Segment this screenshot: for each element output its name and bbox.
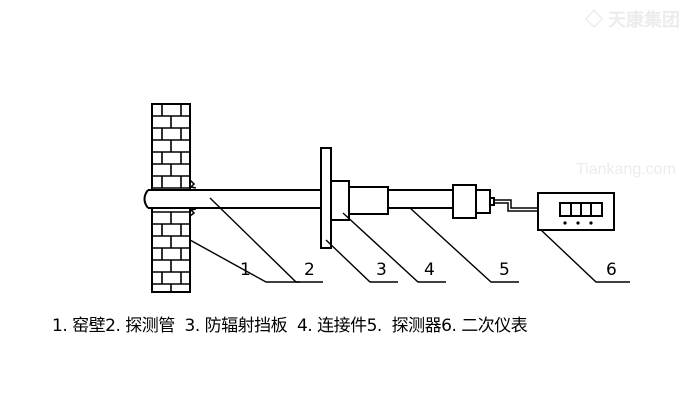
connector: [330, 180, 350, 221]
watermark-site: Tiankang.com: [576, 161, 676, 178]
radiation-shield: [320, 147, 332, 249]
connector-sleeve: [348, 186, 389, 215]
brick-lines: [152, 103, 190, 292]
watermark-logo-text: 天康集团: [608, 10, 681, 30]
part-number-3: 3: [376, 260, 387, 280]
kiln-wall: [151, 103, 191, 293]
part-number-1: 1: [240, 260, 251, 280]
detector: [452, 184, 477, 219]
legend: 1. 窑壁2. 探测管 3. 防辐射挡板 4. 连接件5. 探测器6. 二次仪表: [52, 316, 528, 336]
part-number-2: 2: [304, 260, 315, 280]
leader-lines: [189, 197, 630, 283]
detector-tube: [388, 189, 453, 209]
watermark-logo: ◇ 天康集团: [585, 10, 681, 30]
cable: [494, 199, 538, 212]
part-number-6: 6: [606, 260, 617, 280]
part-number-5: 5: [499, 260, 510, 280]
seal: [189, 179, 197, 217]
probe-tube: [143, 189, 322, 209]
part-number-4: 4: [424, 260, 435, 280]
